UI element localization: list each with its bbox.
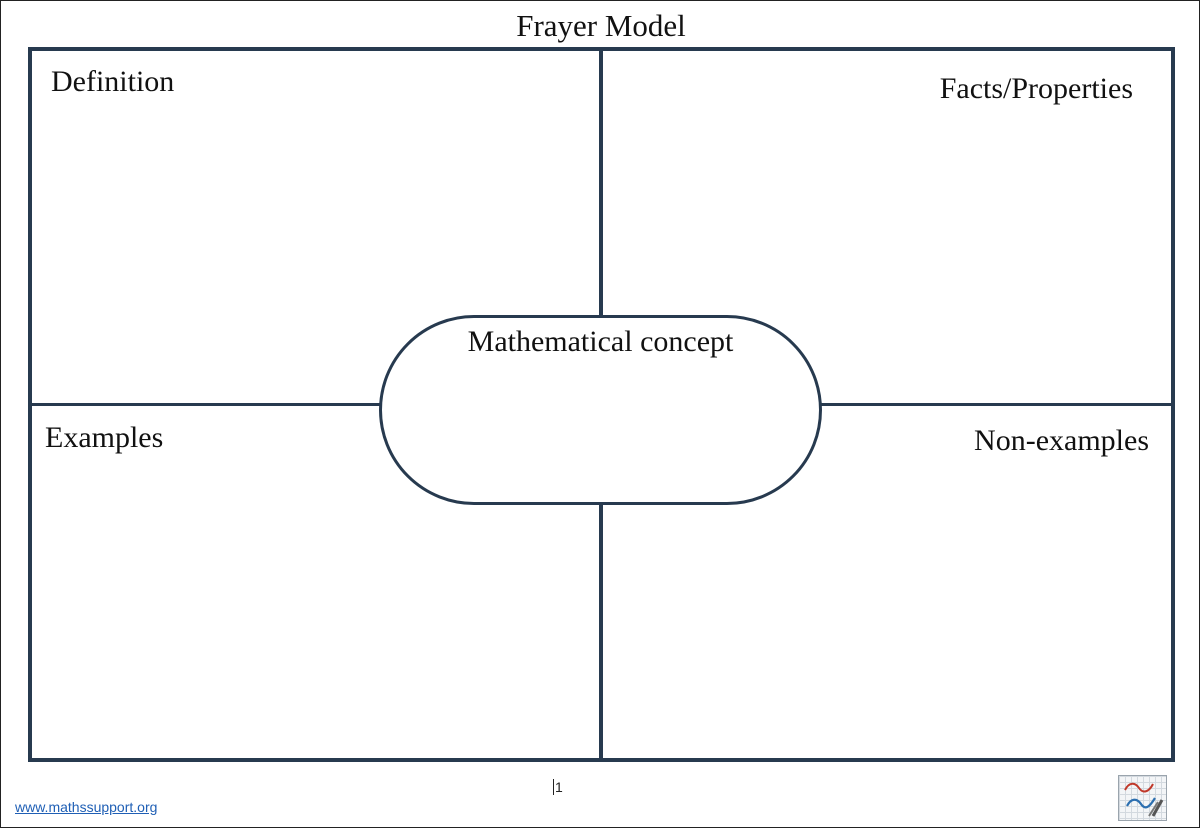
page-number: 1 xyxy=(553,779,563,795)
definition-label: Definition xyxy=(51,65,175,98)
divider-horizontal-left xyxy=(28,403,383,406)
page-title: Frayer Model xyxy=(516,8,686,43)
website-link[interactable]: www.mathssupport.org xyxy=(15,799,158,815)
text-cursor xyxy=(553,779,554,795)
concept-oval: Mathematical concept xyxy=(379,315,822,505)
divider-vertical-bottom xyxy=(599,501,603,762)
divider-vertical-top xyxy=(599,47,603,319)
concept-label: Mathematical concept xyxy=(467,325,734,358)
examples-label: Examples xyxy=(45,421,164,454)
logo-graphic xyxy=(1124,782,1164,817)
page-number-text: 1 xyxy=(555,779,563,795)
divider-horizontal-right xyxy=(819,403,1175,406)
non-examples-label: Non-examples xyxy=(974,424,1149,457)
maths-support-logo-icon xyxy=(1118,775,1167,821)
facts-properties-label: Facts/Properties xyxy=(939,72,1133,105)
